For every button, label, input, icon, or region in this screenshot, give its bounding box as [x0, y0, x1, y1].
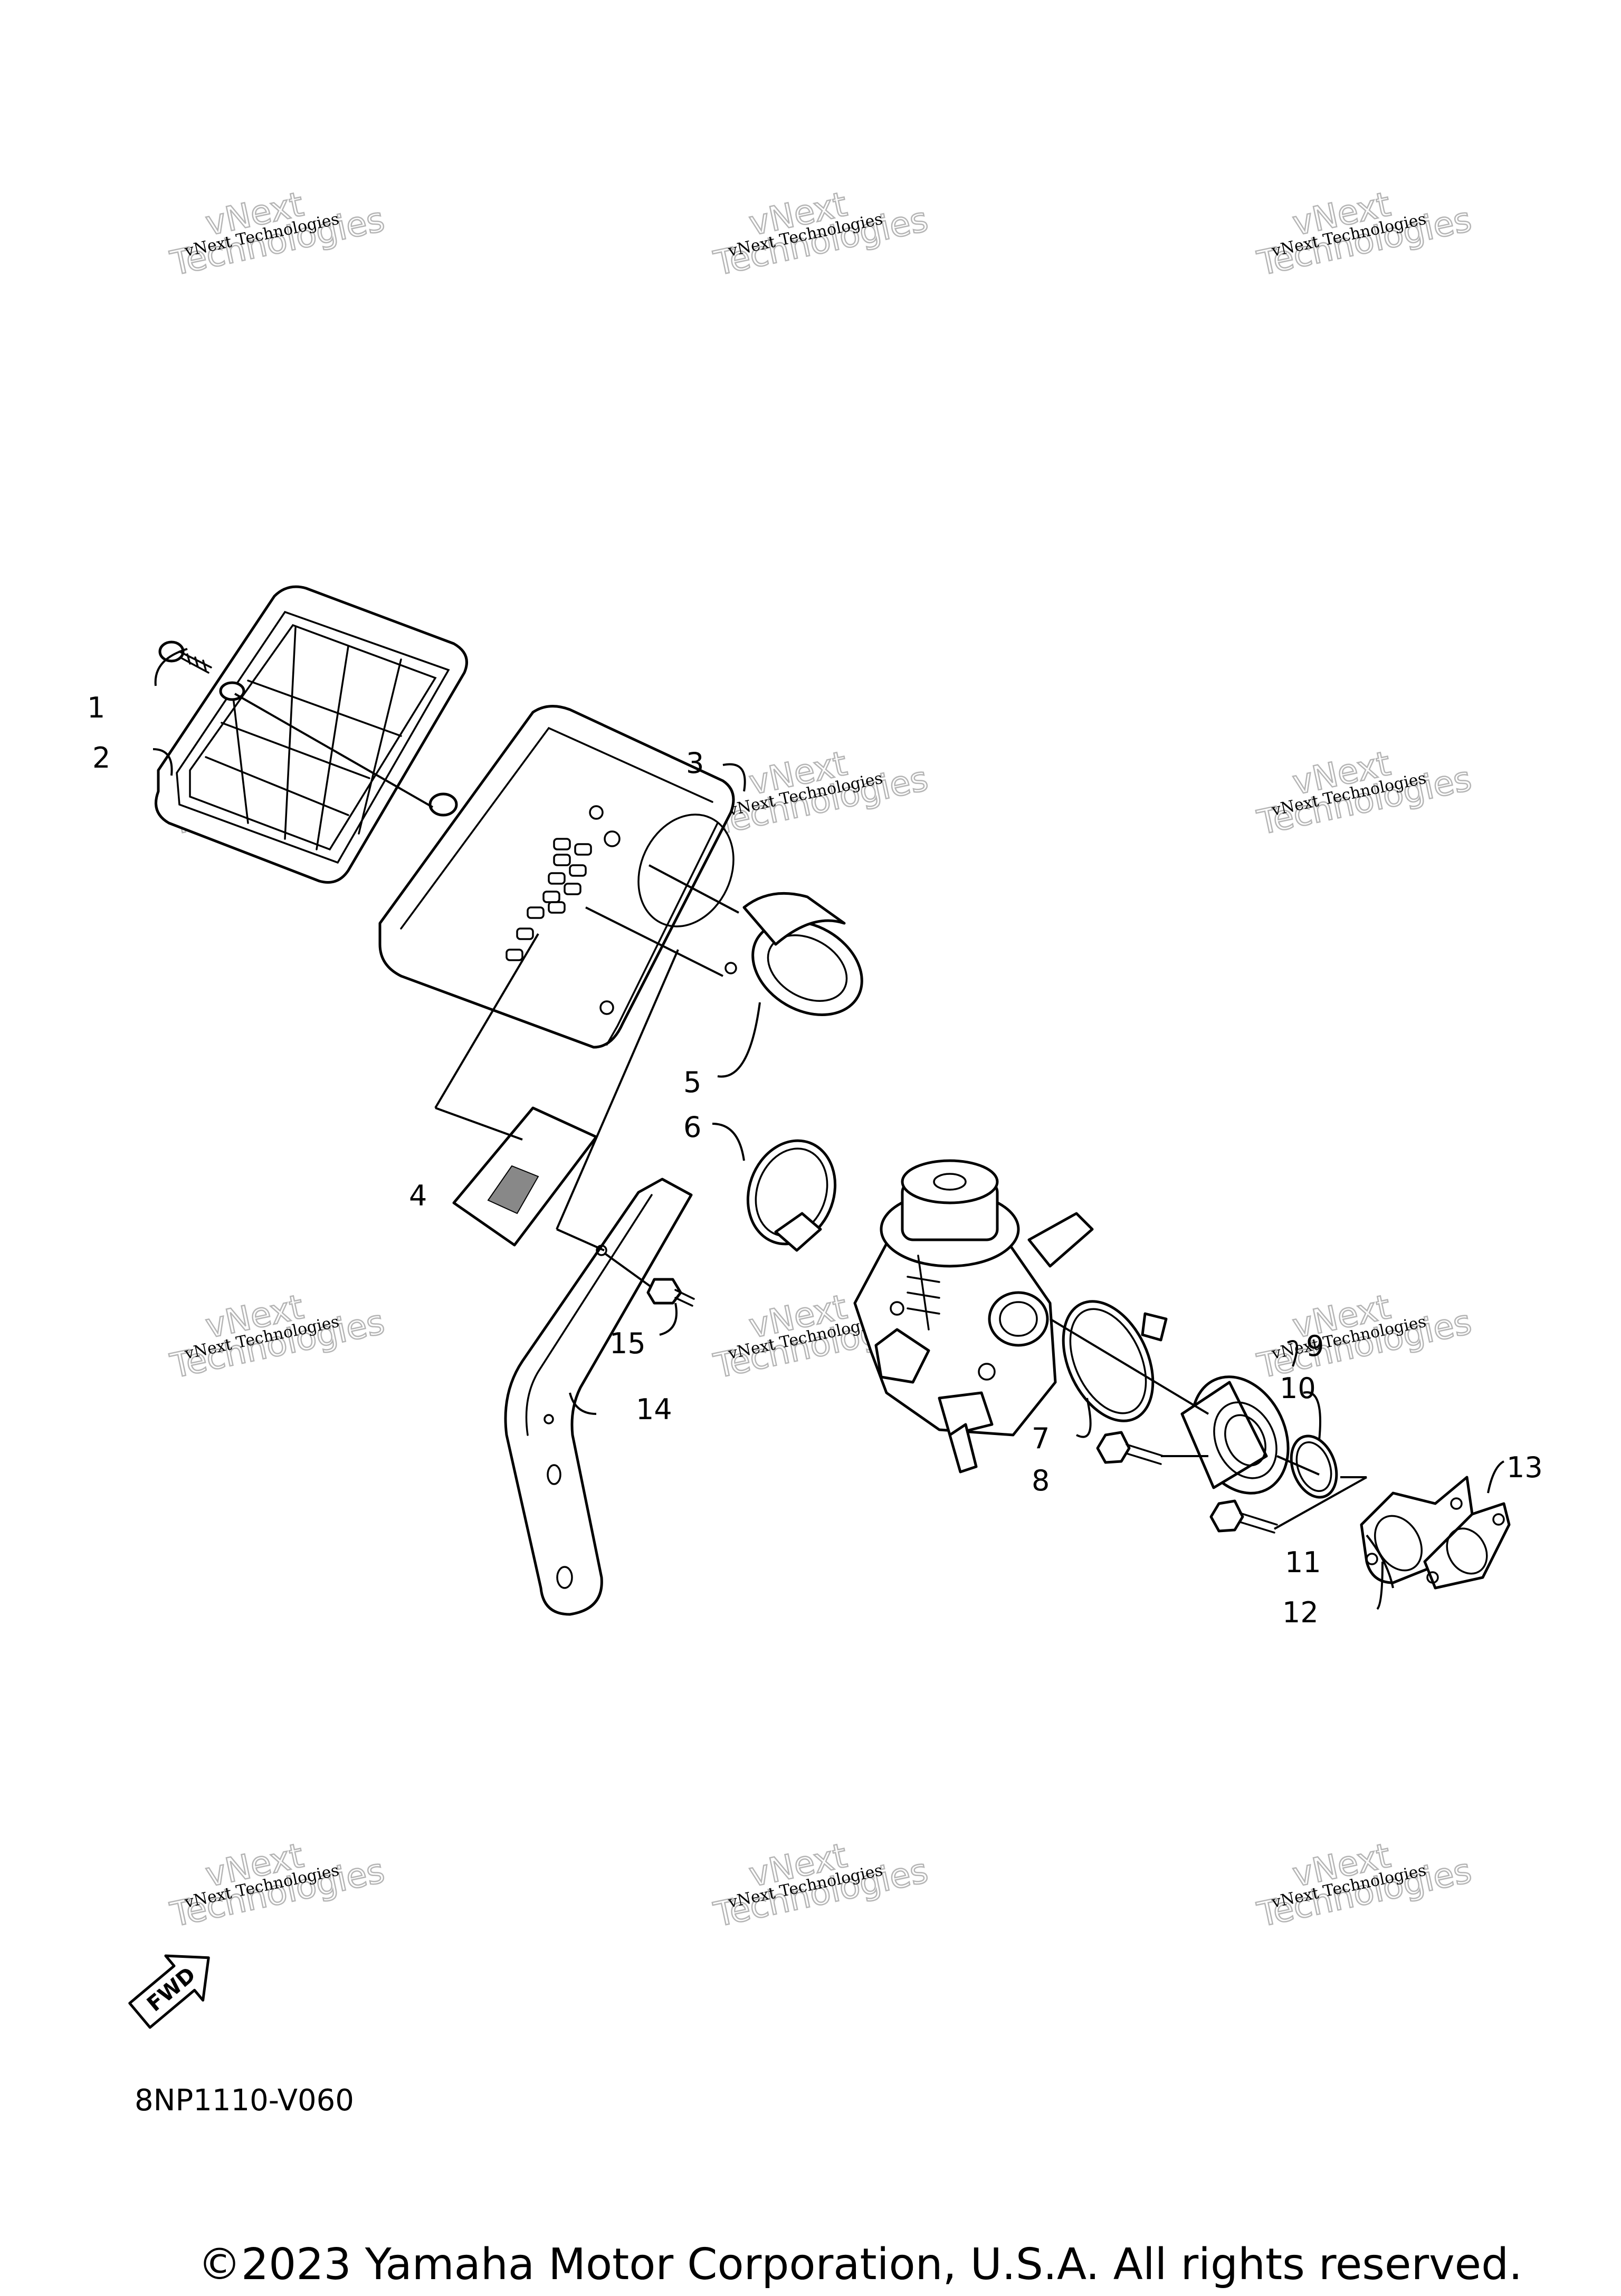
- part-bolt-11[interactable]: [1209, 1499, 1278, 1534]
- callout-5[interactable]: 5: [683, 1066, 701, 1099]
- watermark: Technologies vNext vNext Technologies: [166, 184, 388, 284]
- watermark: Technologies vNext vNext Technologies: [1253, 743, 1475, 843]
- vent-slots: [506, 838, 592, 961]
- watermark: Technologies vNext vNext Technologies: [710, 184, 932, 284]
- part-clamp-7[interactable]: [1045, 1287, 1170, 1436]
- part-air-filter-case[interactable]: [378, 705, 751, 1049]
- callout-6[interactable]: 6: [683, 1111, 701, 1144]
- callout-14[interactable]: 14: [636, 1393, 672, 1426]
- watermark: Technologies vNext vNext Technologies: [710, 1835, 932, 1935]
- watermark: Technologies vNext vNext Technologies: [1253, 1835, 1475, 1935]
- part-bolt-15[interactable]: [646, 1278, 695, 1307]
- callout-3[interactable]: 3: [686, 747, 704, 780]
- watermark-grid: Technologies vNext vNext Technologies Te…: [166, 184, 1475, 1935]
- watermark: Technologies vNext vNext Technologies: [710, 743, 932, 843]
- callout-7[interactable]: 7: [1032, 1422, 1050, 1455]
- part-intake-boot[interactable]: [724, 892, 879, 1034]
- part-carburetor[interactable]: [853, 1159, 1094, 1474]
- part-stay-bracket[interactable]: [504, 1178, 693, 1616]
- callout-11[interactable]: 11: [1285, 1546, 1321, 1579]
- callout-10[interactable]: 10: [1280, 1372, 1316, 1405]
- part-hose-clamp-6[interactable]: [734, 1128, 850, 1257]
- callout-9[interactable]: 9: [1306, 1329, 1324, 1363]
- callout-8[interactable]: 8: [1032, 1464, 1050, 1497]
- fwd-arrow-icon: FWD: [128, 1954, 210, 2029]
- callouts: 1 2 3 4 5 6 7 8 9 10 11 12 13 14 15: [87, 691, 1543, 1629]
- callout-4[interactable]: 4: [409, 1179, 427, 1212]
- callout-15[interactable]: 15: [609, 1327, 646, 1360]
- callout-13[interactable]: 13: [1506, 1451, 1543, 1484]
- part-joint-9[interactable]: [1174, 1361, 1306, 1509]
- watermark: Technologies vNext vNext Technologies: [166, 1287, 388, 1386]
- watermark: Technologies vNext vNext Technologies: [1253, 184, 1475, 284]
- part-filter-element[interactable]: [452, 1106, 598, 1247]
- diagram-code: 8NP1110-V060: [135, 2083, 354, 2118]
- part-o-ring-10[interactable]: [1283, 1430, 1345, 1504]
- assembly-lines: [152, 648, 1505, 1610]
- watermark: Technologies vNext vNext Technologies: [166, 1835, 388, 1935]
- callout-2[interactable]: 2: [92, 741, 110, 774]
- watermark: Technologies vNext vNext Technologies: [1253, 1287, 1475, 1386]
- callout-12[interactable]: 12: [1282, 1596, 1319, 1629]
- copyright: ©2023 Yamaha Motor Corporation, U.S.A. A…: [198, 2240, 1522, 2290]
- part-air-filter-cover[interactable]: [155, 585, 468, 884]
- part-screw-1[interactable]: [158, 640, 212, 674]
- part-bolt-8[interactable]: [1096, 1431, 1165, 1465]
- callout-1[interactable]: 1: [87, 691, 105, 724]
- part-gasket-13[interactable]: [1423, 1502, 1511, 1590]
